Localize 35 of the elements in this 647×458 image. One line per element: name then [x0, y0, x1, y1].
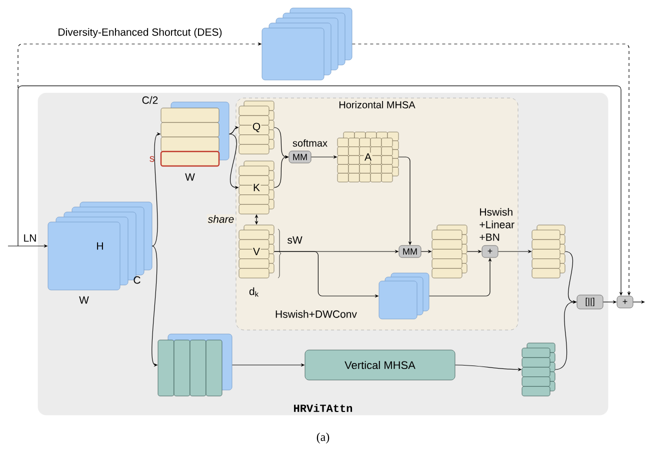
operation-label: Hswish +Linear +BN: [480, 208, 514, 241]
node-label: Q: [252, 122, 260, 132]
matmul-box: MM: [288, 150, 312, 164]
node-label: K: [254, 184, 260, 192]
dimension-label: C: [134, 276, 140, 284]
dimension-label: d$_{k}$: [249, 287, 259, 297]
node-label: V: [253, 248, 260, 256]
edge-label: Diversity-Enhanced Shortcut (DES): [56, 27, 224, 39]
feature-map-stack: [158, 334, 232, 396]
dimension-label: W: [185, 173, 195, 181]
operation-label: Hswish+DWConv: [276, 310, 357, 318]
add-box: +: [482, 245, 498, 258]
add-box: +: [616, 296, 634, 308]
feature-map-stack: [160, 102, 230, 167]
split-label: s: [150, 156, 154, 162]
edge-label: LN: [22, 233, 38, 243]
token-stack: K: [238, 160, 274, 214]
edge-label: share: [206, 214, 236, 224]
node-label: A: [364, 153, 372, 161]
dimension-label: W: [79, 296, 89, 304]
feature-map-stack: [262, 8, 352, 80]
token-stack: [432, 224, 468, 278]
attention-box: Vertical MHSA: [304, 350, 456, 380]
feature-map-stack: [378, 272, 430, 320]
dimension-label: C/2: [142, 96, 158, 104]
dimension-label: sW: [288, 236, 302, 244]
operation-label: softmax: [292, 139, 328, 147]
token-stack: V: [238, 224, 274, 278]
token-stack: [522, 342, 556, 396]
token-stack: Q: [238, 100, 274, 154]
caption: (a): [316, 432, 330, 444]
concat-box: [||]: [576, 294, 604, 310]
matmul-box: MM: [398, 245, 422, 258]
token-stack: [532, 224, 566, 278]
attention-matrix: A: [337, 132, 399, 182]
